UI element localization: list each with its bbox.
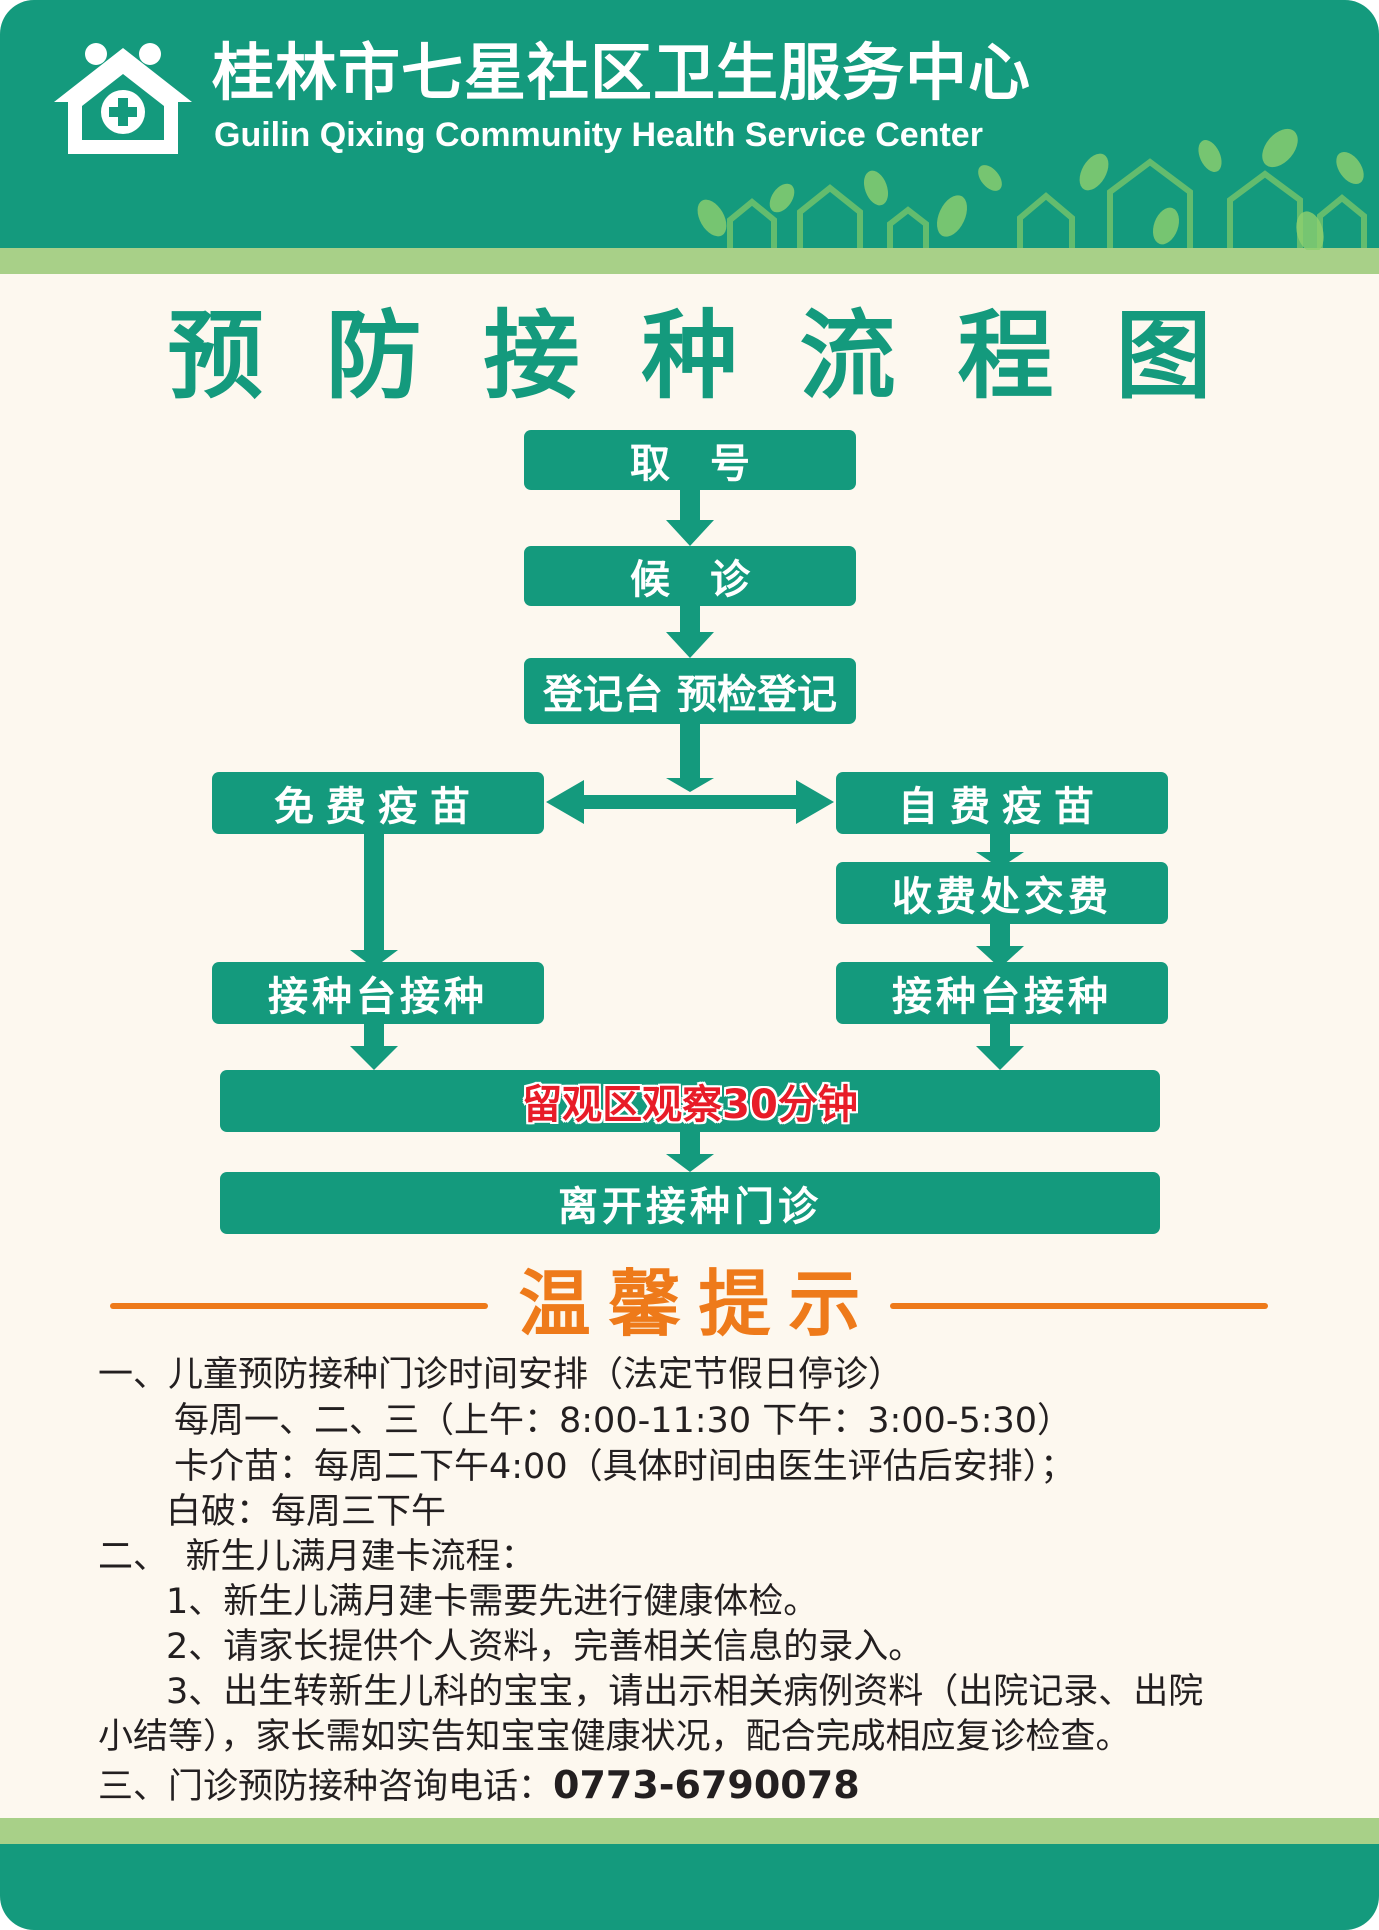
footer-banner xyxy=(0,1844,1379,1930)
header-banner xyxy=(0,0,1379,248)
flow-step-observe: 留观区观察30分钟 xyxy=(220,1070,1160,1132)
flow-step-vaccinate-left: 接种台接种 xyxy=(212,962,544,1024)
org-name-cn: 桂林市七星社区卫生服务中心 xyxy=(212,36,1032,109)
page-title: 预防接种流程图 xyxy=(167,300,1274,412)
flow-step-leave: 离开接种门诊 xyxy=(220,1172,1160,1234)
flow-step-take-number: 取 号 xyxy=(524,430,856,490)
tips-heading: 温馨提示 xyxy=(518,1262,879,1346)
tip-line-9: 小结等），家长需如实告知宝宝健康状况，配合完成相应复诊检查。 xyxy=(98,1717,1131,1757)
tip-line-7: 2、请家长提供个人资料，完善相关信息的录入。 xyxy=(166,1627,924,1667)
flow-step-vaccinate-right: 接种台接种 xyxy=(836,962,1168,1024)
org-name-en: Guilin Qixing Community Health Service C… xyxy=(214,116,983,154)
tip-line-5: 二、 新生儿满月建卡流程： xyxy=(98,1537,536,1577)
house-cross-family-icon xyxy=(54,43,192,154)
flow-step-register: 登记台 预检登记 xyxy=(524,658,856,724)
tip-line-1: 一、儿童预防接种门诊时间安排（法定节假日停诊） xyxy=(98,1355,904,1395)
footer-stripe xyxy=(0,1818,1379,1844)
flow-step-pay: 收费处交费 xyxy=(836,862,1168,924)
tip-line-10: 三、门诊预防接种咨询电话：0773-6790078 xyxy=(98,1766,860,1805)
village-houses-leaves-icon xyxy=(697,128,1367,250)
tip-line-6: 1、新生儿满月建卡需要先进行健康体检。 xyxy=(166,1582,819,1622)
flow-step-paid-vaccine: 自费疫苗 xyxy=(836,772,1168,834)
tip-phone-label: 三、门诊预防接种咨询电话： xyxy=(98,1767,554,1807)
header-stripe xyxy=(0,248,1379,274)
tip-phone-number: 0773-6790078 xyxy=(553,1763,860,1807)
tip-line-4: 白破：每周三下午 xyxy=(166,1492,447,1532)
tip-line-3: 卡介苗：每周二下午4:00（具体时间由医生评估后安排）； xyxy=(174,1447,1076,1487)
tip-line-2: 每周一、二、三（上午：8:00-11:30 下午：3:00-5:30） xyxy=(174,1401,1073,1441)
flow-step-free-vaccine: 免费疫苗 xyxy=(212,772,544,834)
tips-divider-right xyxy=(890,1303,1268,1309)
tip-line-8: 3、出生转新生儿科的宝宝，请出示相关病例资料（出院记录、出院 xyxy=(166,1672,1204,1712)
flow-step-wait: 候 诊 xyxy=(524,546,856,606)
tips-divider-left xyxy=(110,1303,488,1309)
